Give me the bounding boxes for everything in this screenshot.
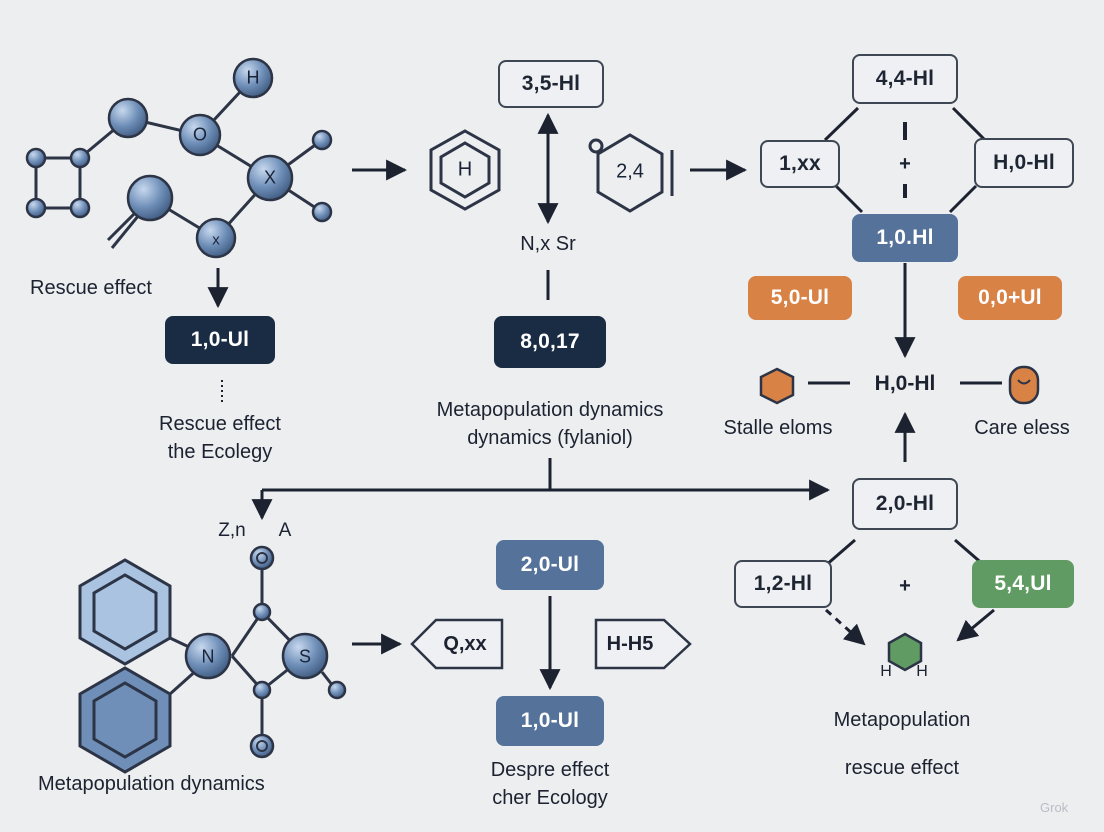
despre-effect-caption-1: Despre effect <box>490 759 610 781</box>
stalle-eloms-label: Stalle eloms <box>723 417 833 439</box>
arrow-shape-left <box>410 618 504 670</box>
ring-2-4 <box>588 133 674 213</box>
arrow-q-xx-label: Q,xx <box>443 633 487 655</box>
box-5-0-ul[interactable]: 5,0-Ul <box>748 276 852 320</box>
metapopulation-dynamics-caption-2: dynamics (fylaniol) <box>467 427 633 449</box>
box-3-5-hl[interactable]: 3,5-Hl <box>498 60 604 108</box>
box-2-0-ul[interactable]: 2,0-Ul <box>496 540 604 590</box>
bottom-left-molecule <box>78 558 338 774</box>
metapopulation-caption-1: Metapopulation <box>833 709 971 731</box>
care-eless-label: Care eless <box>974 417 1070 439</box>
box-1-0-ul-bottom[interactable]: 1,0-Ul <box>496 696 604 746</box>
node-h-0-hl: H,0-Hl <box>874 372 936 395</box>
hex-h-right-label: H <box>916 663 928 680</box>
orange-hexagon <box>759 367 795 405</box>
a-label: A <box>278 520 292 541</box>
ring-2-4-label: 2,4 <box>616 160 644 183</box>
plus-sign-top-right: + <box>899 153 911 175</box>
bottom-left-atoms <box>184 545 347 759</box>
hex-h-left-label: H <box>880 663 892 680</box>
box-5-4-ul[interactable]: 5,4,Ul <box>972 560 1074 608</box>
atom-o-label: O <box>192 124 208 145</box>
benzene-h-label: H <box>457 158 473 181</box>
cher-ecology-caption-2: cher Ecology <box>492 787 608 809</box>
box-4-4-hl[interactable]: 4,4-Hl <box>852 54 958 104</box>
zn-label: Z,n <box>218 520 246 541</box>
box-8-0-17[interactable]: 8,0,17 <box>494 316 606 368</box>
plus-sign-bottom-right: + <box>899 575 911 597</box>
box-2-0-hl[interactable]: 2,0-Hl <box>852 478 958 530</box>
orange-barrel <box>1008 365 1040 405</box>
rescue-effect-caption-1: Rescue effect <box>159 413 281 435</box>
grok-watermark: Grok <box>1040 800 1069 815</box>
box-1-xx[interactable]: 1,xx <box>760 140 840 188</box>
box-0-0-plus-ul[interactable]: 0,0+Ul <box>958 276 1062 320</box>
rescue-effect-caption-2: the Ecolegy <box>167 441 273 463</box>
atom-s-label: S <box>298 646 312 667</box>
nx-sr-label: N,x Sr <box>520 233 576 255</box>
atom-h-label: H <box>246 67 260 88</box>
top-left-atoms <box>25 57 333 259</box>
atom-n-label: N <box>201 646 215 667</box>
box-h-0-hl[interactable]: H,0-Hl <box>974 138 1074 188</box>
atom-small-x-label: x <box>212 231 220 249</box>
rescue-effect-label: Rescue effect <box>30 277 152 299</box>
rescue-effect-caption-bottom: rescue effect <box>844 757 960 779</box>
arrow-shape-right <box>594 618 692 670</box>
top-right-links <box>823 106 987 214</box>
box-1-2-hl[interactable]: 1,2-Hl <box>734 560 832 608</box>
arrow-h-h5-label: H-H5 <box>606 633 654 655</box>
atom-x-label: X <box>263 167 277 188</box>
metapopulation-dynamics-bottom-caption: Metapopulation dynamics <box>38 773 265 795</box>
benzene-ring <box>429 129 501 211</box>
metapopulation-dynamics-caption-1: Metapopulation dynamics <box>436 399 664 421</box>
green-hexagon <box>887 632 923 672</box>
box-1-0-ul-top-left[interactable]: 1,0-Ul <box>165 316 275 364</box>
box-1-0-hl[interactable]: 1,0.Hl <box>852 214 958 262</box>
